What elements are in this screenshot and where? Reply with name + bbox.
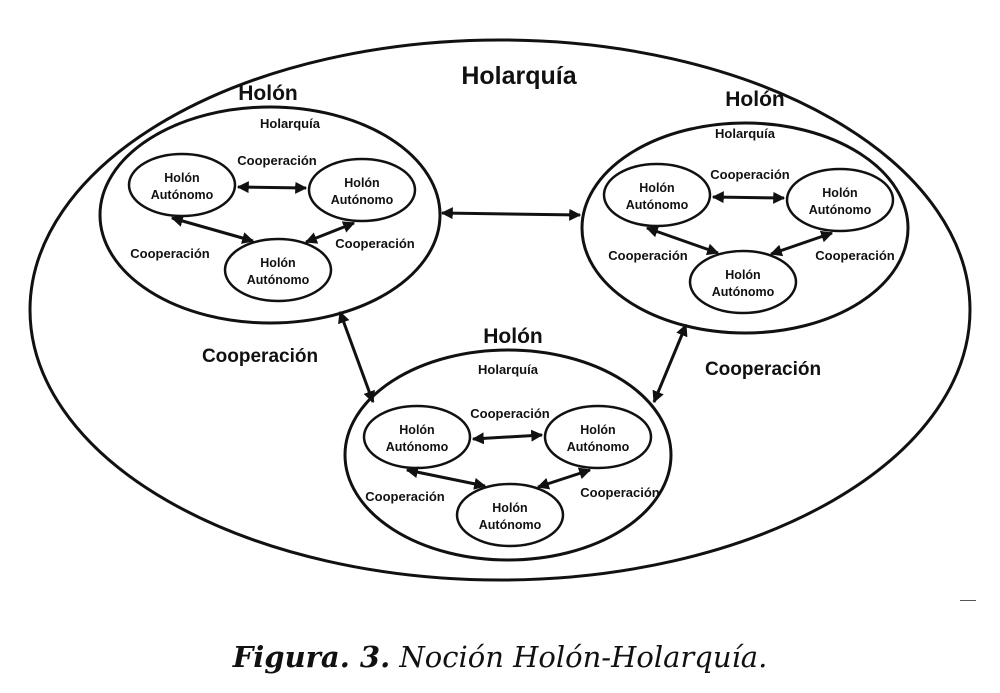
holon-sublabel: Holarquía — [260, 116, 321, 131]
holon-ellipse — [343, 348, 673, 562]
autonomous-holon-label: Autónomo — [567, 440, 630, 454]
cooperation-arrow — [170, 215, 255, 244]
cooperation-arrow — [711, 191, 786, 204]
autonomous-holon-label: Autónomo — [331, 193, 394, 207]
holon-cooperation-label: Cooperación — [202, 346, 318, 367]
holon-cooperation-arrow — [652, 323, 688, 404]
autonomous-holon-label: Autónomo — [626, 198, 689, 212]
cooperation-label: Cooperación — [130, 246, 210, 261]
autonomous-holon-label: Holón — [822, 186, 857, 200]
cooperation-label: Cooperación — [237, 153, 317, 168]
autonomous-holon-ellipse — [455, 482, 565, 548]
cooperation-arrow — [304, 221, 356, 244]
autonomous-holon-ellipse — [602, 162, 712, 228]
autonomous-holon-label: Holón — [164, 171, 199, 185]
cooperation-arrow — [769, 230, 834, 257]
autonomous-holon-label: Holón — [580, 423, 615, 437]
autonomous-holon-label: Autónomo — [386, 440, 449, 454]
stray-mark — [960, 600, 976, 601]
cooperation-arrow — [645, 225, 720, 256]
autonomous-holon-ellipse — [785, 167, 895, 233]
cooperation-arrow — [471, 429, 544, 445]
autonomous-holon-label: Holón — [260, 256, 295, 270]
cooperation-label: Cooperación — [580, 485, 660, 500]
autonomous-holon-ellipse — [688, 249, 798, 315]
holon-label: Holón — [483, 325, 542, 348]
holarchy-title: Holarquía — [461, 62, 577, 90]
autonomous-holon-label: Holón — [639, 181, 674, 195]
autonomous-holon-ellipse — [543, 404, 653, 470]
holon-sublabel: Holarquía — [478, 362, 539, 377]
autonomous-holon-label: Autónomo — [479, 518, 542, 532]
autonomous-holon-label: Holón — [399, 423, 434, 437]
cooperation-arrow — [236, 181, 308, 194]
holon-ellipse — [98, 105, 442, 325]
cooperation-label: Cooperación — [608, 248, 688, 263]
autonomous-holon-label: Autónomo — [712, 285, 775, 299]
cooperation-label: Cooperación — [335, 236, 415, 251]
autonomous-holon-label: Holón — [492, 501, 527, 515]
holon-cooperation-arrow — [338, 310, 375, 404]
cooperation-label: Cooperación — [365, 489, 445, 504]
figure-caption: Figura. 3. Noción Holón-Holarquía. — [0, 640, 1000, 674]
outer-holarchy-ellipse — [28, 38, 972, 582]
autonomous-holon-label: Autónomo — [247, 273, 310, 287]
autonomous-holon-label: Holón — [725, 268, 760, 282]
holon-cooperation-label: Cooperación — [705, 359, 821, 380]
autonomous-holon-ellipse — [223, 237, 333, 303]
autonomous-holon-label: Holón — [344, 176, 379, 190]
holon-label: Holón — [238, 82, 297, 105]
holarchy-diagram: HolarquíaHolónHolarquíaHolónAutónomoHoló… — [28, 38, 972, 582]
cooperation-label: Cooperación — [815, 248, 895, 263]
holon-label: Holón — [725, 88, 784, 111]
caption-prefix: Figura. 3. — [232, 640, 391, 674]
cooperation-arrow — [536, 467, 592, 490]
holon-sublabel: Holarquía — [715, 126, 776, 141]
cooperation-arrow — [405, 466, 487, 490]
autonomous-holon-ellipse — [127, 152, 237, 218]
autonomous-holon-ellipse — [362, 404, 472, 470]
cooperation-label: Cooperación — [470, 406, 550, 421]
caption-text: Noción Holón-Holarquía. — [399, 640, 768, 674]
cooperation-label: Cooperación — [710, 167, 790, 182]
holon-ellipse — [580, 121, 910, 335]
holon-cooperation-arrow — [440, 207, 582, 221]
autonomous-holon-ellipse — [307, 157, 417, 223]
autonomous-holon-label: Autónomo — [151, 188, 214, 202]
autonomous-holon-label: Autónomo — [809, 203, 872, 217]
